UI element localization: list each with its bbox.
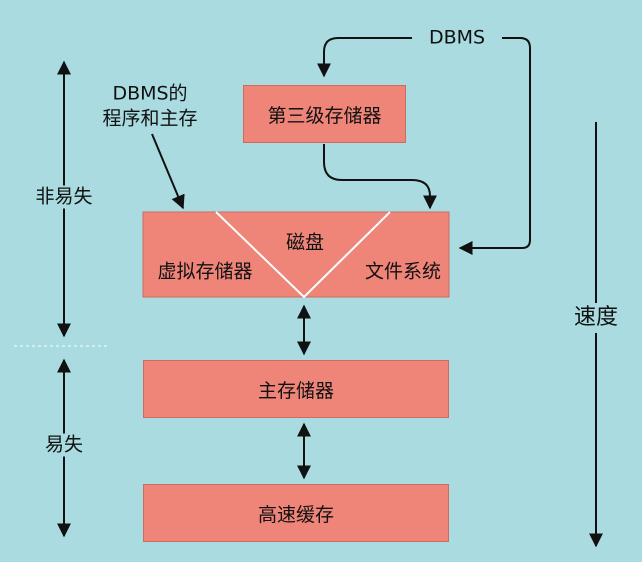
main-memory-label: 主存储器 (257, 379, 334, 402)
dbms-label: DBMS (428, 26, 486, 49)
speed-label: 速度 (573, 303, 619, 333)
tertiary-storage-box: 第三级存储器 (243, 85, 406, 143)
disk-triangle-divider (215, 211, 391, 299)
virtual-memory-label: 虚拟存储器 (157, 260, 253, 283)
tertiary-storage-label: 第三级存储器 (267, 104, 382, 127)
dbms-program-label-line2: 程序和主存 (102, 107, 198, 130)
dbms-program-label-line1: DBMS的 (112, 82, 188, 105)
cache-label: 高速缓存 (257, 503, 334, 526)
file-system-label: 文件系统 (364, 260, 442, 283)
disk-block (142, 211, 450, 298)
tertiary-to-disk-arrow (323, 144, 437, 210)
dbms-to-tertiary-arrow (317, 37, 412, 78)
main-memory-box: 主存储器 (143, 360, 449, 418)
volatile-label: 易失 (44, 433, 84, 457)
disk-label: 磁盘 (285, 231, 325, 254)
cache-box: 高速缓存 (143, 484, 449, 542)
nonvolatile-label: 非易失 (35, 185, 93, 209)
program-label-arrow (151, 133, 185, 210)
dbms-to-filesystem-arrow (458, 37, 531, 255)
